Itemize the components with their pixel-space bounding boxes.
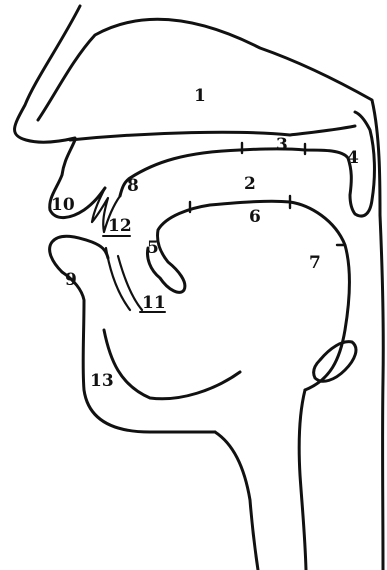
- label-8: 8: [127, 176, 139, 196]
- label-5: 5: [147, 238, 159, 258]
- jaw-chin: [62, 272, 215, 432]
- nasal-floor-line: [70, 126, 355, 140]
- label-12: 12: [108, 216, 132, 236]
- oral-cavity-roof: [120, 112, 374, 216]
- label-3: 3: [276, 135, 288, 155]
- label-1: 1: [194, 86, 206, 106]
- neck-front: [215, 432, 258, 570]
- pharynx-back: [380, 215, 383, 570]
- label-13: 13: [90, 371, 114, 391]
- nasal-cavity-roof: [38, 19, 380, 215]
- label-4: 4: [347, 148, 359, 168]
- label-2: 2: [244, 174, 256, 194]
- lower-teeth: [106, 248, 142, 310]
- lower-lip: [50, 236, 108, 272]
- label-7: 7: [309, 253, 321, 273]
- label-10: 10: [51, 195, 75, 215]
- pharynx-front: [299, 390, 306, 570]
- label-11: 11: [142, 293, 166, 313]
- nose-outline: [15, 6, 80, 142]
- label-9: 9: [65, 270, 77, 290]
- mouth-floor: [104, 330, 240, 399]
- label-6: 6: [249, 207, 261, 227]
